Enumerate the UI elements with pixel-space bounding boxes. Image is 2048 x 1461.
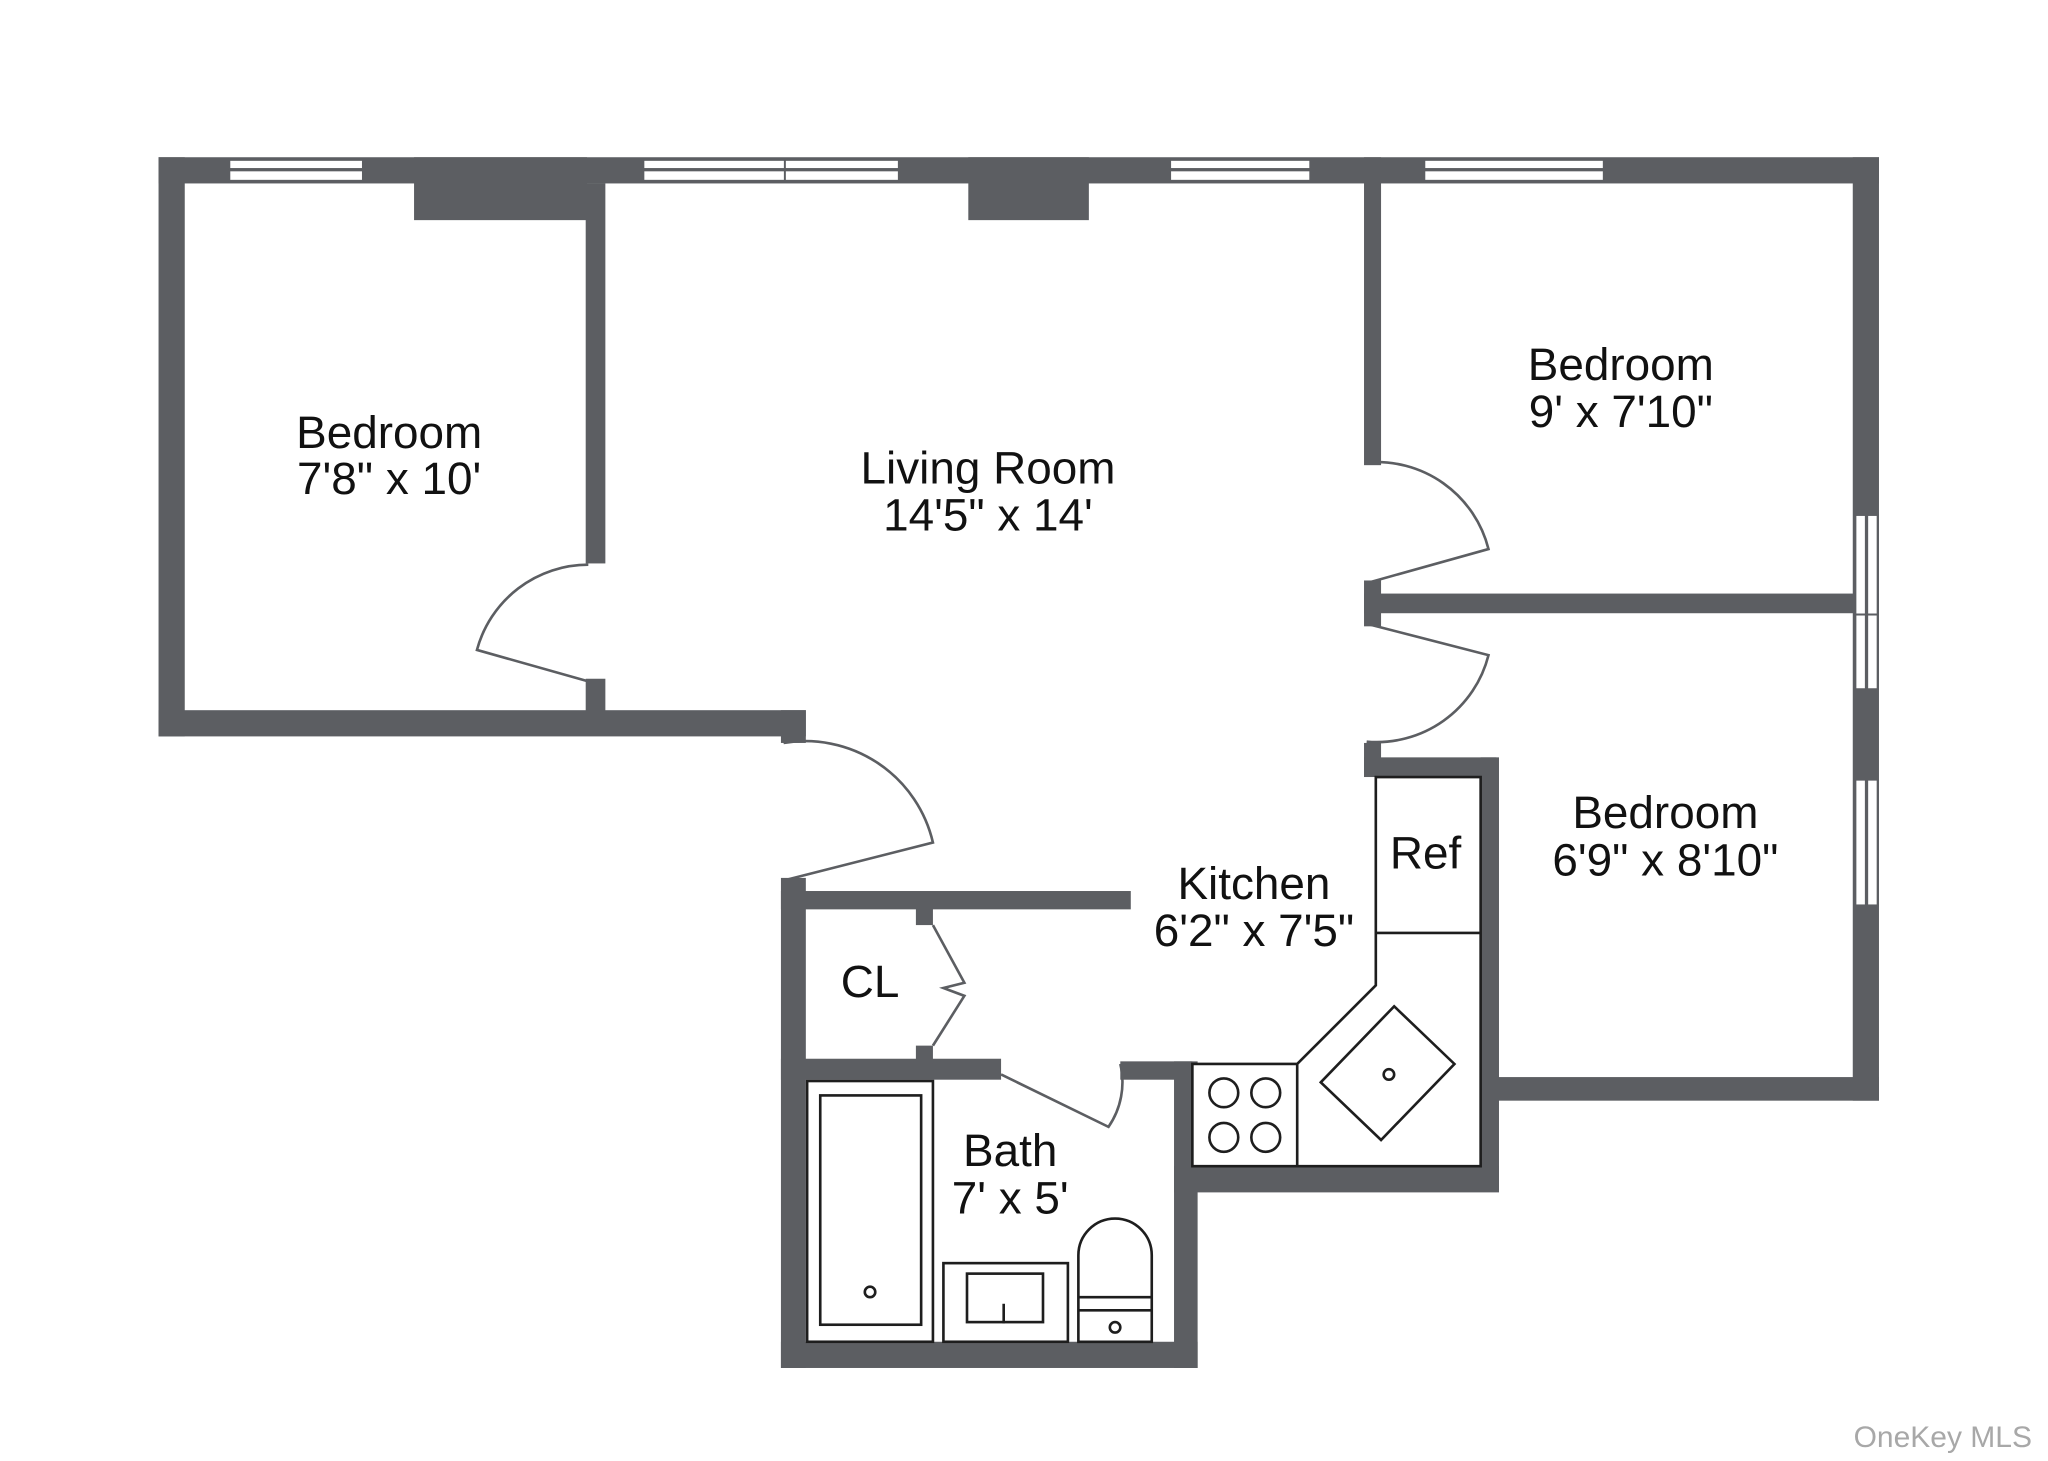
- room-name: Bedroom: [1572, 786, 1758, 838]
- room-dims: 6'9" x 8'10": [1552, 833, 1778, 885]
- room-labels: Bedroom 7'8" x 10' Living Room 14'5" x 1…: [296, 338, 1778, 1223]
- watermark: OneKey MLS: [1853, 1421, 2032, 1454]
- refrigerator-label: Ref: [1390, 827, 1462, 879]
- room-dims: 7' x 5': [952, 1171, 1069, 1223]
- kitchen-fixtures: [1191, 775, 1482, 1168]
- room-name: Bedroom: [1528, 338, 1714, 390]
- room-dims: 7'8" x 10': [297, 452, 481, 504]
- bath-fixtures: [805, 1079, 1154, 1344]
- room-name: CL: [841, 955, 900, 1007]
- doors: [475, 460, 1491, 1129]
- room-name: Bath: [963, 1124, 1057, 1176]
- room-name: Living Room: [861, 442, 1116, 494]
- room-dims: 14'5" x 14': [883, 489, 1093, 541]
- windows: [228, 158, 1879, 907]
- room-dims: 6'2" x 7'5": [1154, 904, 1355, 956]
- room-name: Bedroom: [296, 406, 482, 458]
- room-dims: 9' x 7'10": [1529, 385, 1713, 437]
- room-name: Kitchen: [1177, 857, 1330, 909]
